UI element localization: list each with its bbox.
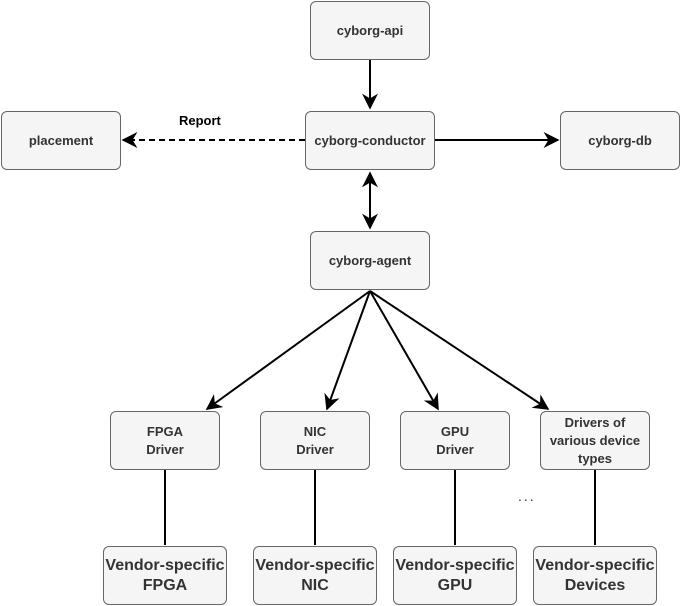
edge-agent-to-gpu-driver [369,290,439,411]
vendor-gpu-node: Vendor-specific GPU [393,546,517,605]
edge-agent-to-fpga-driver [205,290,371,410]
gpu-driver-node: GPU Driver [400,411,510,470]
placement-node: placement [1,111,121,170]
edge-agent-to-nic-driver [324,290,371,411]
fpga-driver-node: FPGA Driver [110,411,220,470]
cyborg-conductor-node: cyborg-conductor [305,111,435,170]
cyborg-agent-node: cyborg-agent [310,231,430,290]
other-drivers-node: Drivers of various device types [540,411,650,470]
cyborg-db-node: cyborg-db [560,111,680,170]
more-drivers-ellipsis: ... [518,488,536,504]
vendor-devices-node: Vendor-specific Devices [533,546,657,605]
vendor-nic-node: Vendor-specific NIC [253,546,377,605]
cyborg-api-node: cyborg-api [310,1,430,60]
report-edge-label: Report [179,113,221,128]
nic-driver-node: NIC Driver [260,411,370,470]
vendor-fpga-node: Vendor-specific FPGA [103,546,227,605]
edge-agent-to-other-driver [369,290,550,410]
